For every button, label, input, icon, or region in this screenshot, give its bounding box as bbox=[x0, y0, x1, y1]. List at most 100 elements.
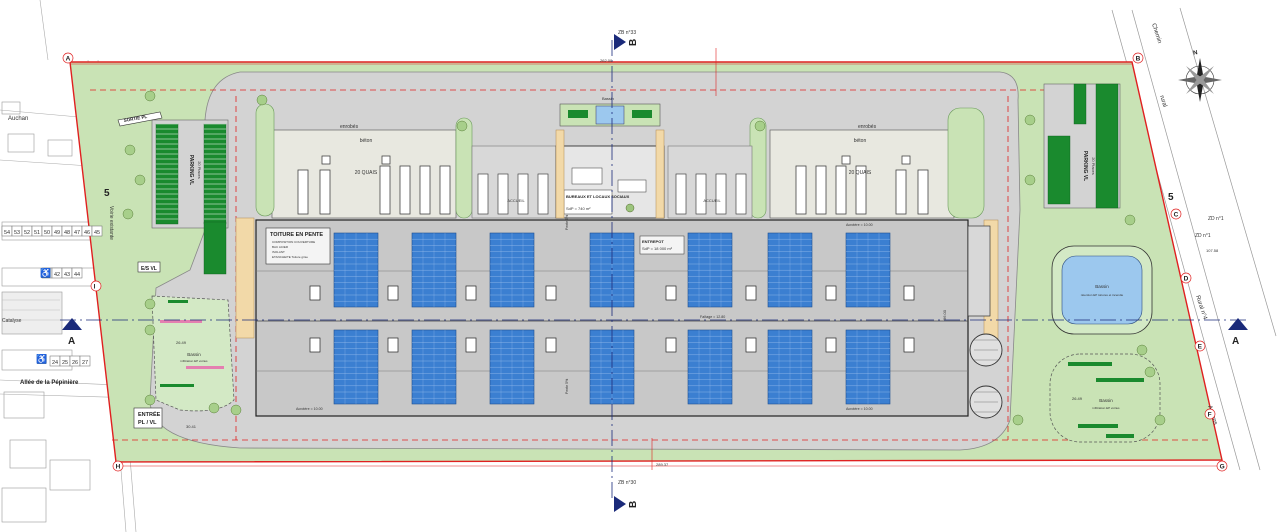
tree bbox=[124, 144, 136, 156]
label-parking-vl-right: PARKING VL bbox=[1082, 151, 1088, 181]
solar-panel-array bbox=[411, 232, 457, 308]
label-zd1: ZD n°1 bbox=[1195, 233, 1211, 239]
parcel-number: 51 bbox=[34, 230, 40, 236]
corner-marker-i: I bbox=[90, 280, 102, 292]
smoke-vent bbox=[903, 285, 915, 301]
road-label-left: Voirie existante bbox=[108, 206, 114, 240]
bassin-top-planting bbox=[568, 110, 652, 118]
smoke-vent bbox=[745, 285, 757, 301]
corner-marker-d: D bbox=[1180, 272, 1192, 284]
acrotere-tl: Acrotère = 10.00 bbox=[846, 223, 873, 227]
es-vl-sign: E/S VL bbox=[137, 261, 161, 273]
dim-front: 30.41 bbox=[186, 424, 197, 429]
parcel-number: 54 bbox=[4, 230, 10, 236]
parcel-number: 42 bbox=[54, 272, 60, 278]
office-legend-box-2 bbox=[617, 179, 647, 193]
tree bbox=[122, 208, 134, 220]
solar-panel-array bbox=[687, 232, 733, 308]
pente-label-2: Pente 5% bbox=[565, 379, 569, 394]
smoke-vents bbox=[309, 285, 915, 353]
tree bbox=[754, 120, 766, 132]
dim-5-right: 5 bbox=[1168, 192, 1174, 203]
svg-text:A: A bbox=[66, 56, 71, 63]
svg-text:F: F bbox=[1208, 412, 1212, 419]
solar-panels bbox=[333, 232, 891, 405]
parcel-number: 43 bbox=[64, 272, 70, 278]
faitage: Faîtage = 12.80 bbox=[700, 315, 725, 319]
tree bbox=[144, 324, 156, 336]
label-bassin-top: Bassin bbox=[602, 96, 614, 101]
tree bbox=[456, 120, 468, 132]
corner-marker-e: E bbox=[1194, 340, 1206, 352]
label-auchan: Auchan bbox=[8, 116, 28, 122]
solar-panel-array bbox=[845, 232, 891, 308]
tree bbox=[230, 404, 242, 416]
smoke-vent bbox=[465, 285, 477, 301]
corner-marker-f: F bbox=[1204, 408, 1216, 420]
parking-vl-right-stalls bbox=[1047, 83, 1119, 209]
section-marker-b-top: B bbox=[614, 34, 639, 50]
solar-panel-array bbox=[845, 329, 891, 405]
corner-marker-h: H bbox=[112, 460, 124, 472]
parcel-number: 49 bbox=[54, 230, 60, 236]
label-es-vl: E/S VL bbox=[141, 266, 157, 272]
solar-panel-array bbox=[489, 329, 535, 405]
smoke-vent bbox=[465, 337, 477, 353]
office-legend-box bbox=[571, 167, 603, 185]
acrotere-bl: Acrotère = 10.00 bbox=[296, 407, 323, 411]
parcel-cell bbox=[79, 355, 91, 367]
smoke-vent bbox=[825, 285, 837, 301]
parcel-number: 41 bbox=[44, 272, 50, 278]
smoke-vent bbox=[665, 337, 677, 353]
dim-bottom: 289.37 bbox=[656, 462, 669, 467]
dimension-lines bbox=[70, 48, 1222, 470]
svg-text:A: A bbox=[1232, 336, 1239, 347]
tree bbox=[1136, 344, 1148, 356]
section-marker-a-right: A bbox=[1228, 318, 1248, 347]
solar-panel-array bbox=[767, 329, 813, 405]
label-bassin-br: Bassin bbox=[1099, 398, 1113, 403]
corner-marker-c: C bbox=[1170, 208, 1182, 220]
bassin-br-planting bbox=[1068, 362, 1144, 438]
label-zb30: ZB n°30 bbox=[618, 480, 636, 486]
tree bbox=[144, 90, 156, 102]
label-quais-left: 20 QUAIS bbox=[355, 170, 378, 176]
office-surface-box bbox=[563, 189, 613, 215]
parcel-number: 44 bbox=[74, 272, 80, 278]
dim-5-left: 5 bbox=[104, 188, 110, 199]
solar-panel-array bbox=[767, 232, 813, 308]
dim-top: 262.00 bbox=[600, 58, 613, 63]
label-rural: rural bbox=[1158, 95, 1167, 108]
label-entrepot: ENTREPOT bbox=[642, 239, 664, 244]
label-parking-vl-right-sub: 20 Places bbox=[1091, 157, 1096, 175]
label-zd1-b: ZD n°1 bbox=[1208, 216, 1224, 222]
parcel-number: 25 bbox=[62, 360, 68, 366]
label-beton-right: béton bbox=[854, 138, 867, 144]
bassin-top-water bbox=[595, 105, 625, 125]
solar-panel-array bbox=[333, 329, 379, 405]
label-enrobes-right: enrobés bbox=[858, 124, 877, 130]
roof-legend bbox=[265, 227, 331, 265]
label-beton-left: béton bbox=[360, 138, 373, 144]
label-parking-vl-left: PARKING VL bbox=[188, 155, 194, 185]
dock-trucks-right bbox=[795, 155, 929, 215]
label-bassin-right-sub: rétention EP toitures et incendie bbox=[1081, 293, 1124, 297]
tank-hatching bbox=[974, 339, 998, 413]
accessible-icon: ♿ bbox=[40, 267, 51, 278]
smoke-vent bbox=[387, 337, 399, 353]
svg-text:H: H bbox=[116, 464, 121, 471]
corner-marker-b: B bbox=[1132, 52, 1144, 64]
label-allee: Allée de la Pépinière bbox=[20, 380, 79, 386]
north-arrow: N bbox=[1178, 50, 1222, 102]
parcel-number: 45 bbox=[94, 230, 100, 236]
tree bbox=[134, 174, 146, 186]
tree bbox=[1144, 366, 1156, 378]
svg-text:B: B bbox=[628, 39, 639, 46]
parcel-number: 27 bbox=[82, 360, 88, 366]
pente-label-1: Pente 5% bbox=[565, 215, 569, 230]
parcel-number: 50 bbox=[44, 230, 50, 236]
smoke-vent bbox=[309, 337, 321, 353]
